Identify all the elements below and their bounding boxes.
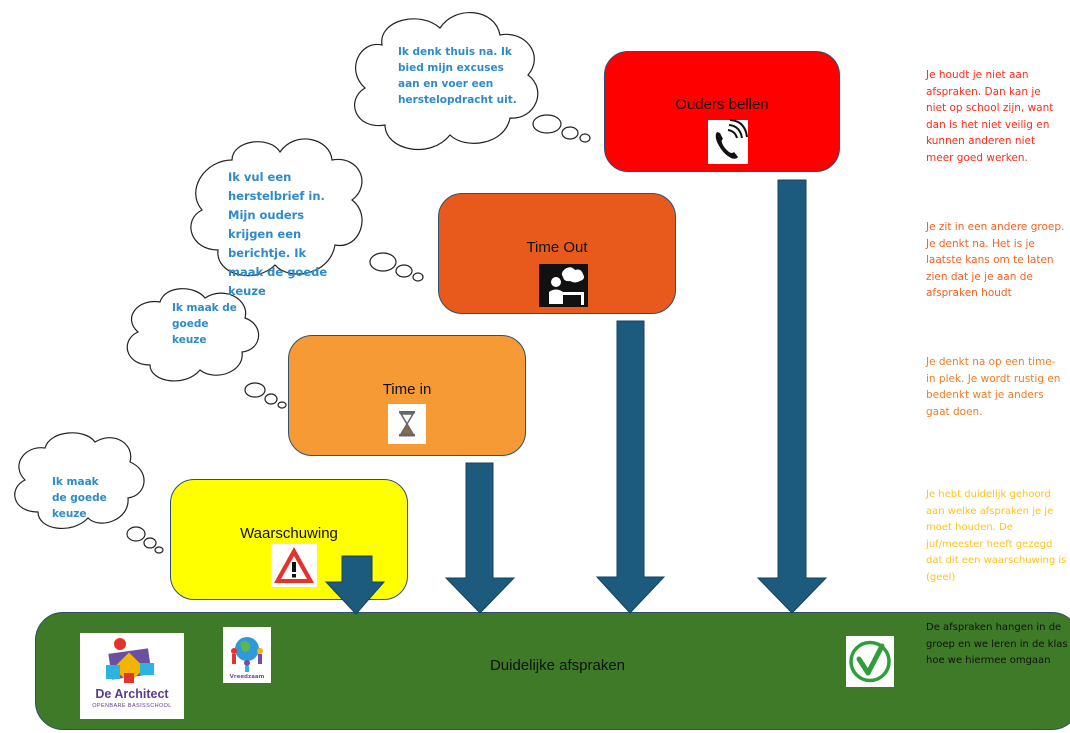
- checkmark-tile: [846, 636, 894, 687]
- vreedzaam-logo: Vreedzaam: [223, 627, 271, 683]
- description-ouders-bellen: Je houdt je niet aan afspraken. Dan kan …: [926, 69, 1054, 164]
- vreedzaam-logo-name: Vreedzaam: [229, 674, 265, 680]
- arrow-waarschuwing: [324, 555, 386, 615]
- step-title-waarschuwing: Waarschuwing: [240, 525, 338, 542]
- arrow-time-in: [444, 462, 516, 614]
- thought-cloud-time-in: [126, 288, 287, 409]
- thought-cloud-waarschuwing: [14, 432, 164, 554]
- step-title-time-out: Time Out: [526, 239, 588, 256]
- vreedzaam-logo-graphic: [231, 637, 263, 672]
- checkmark-icon: [849, 640, 891, 683]
- time-out-figure-icon: [549, 267, 584, 305]
- thought-cloud-time-out: [190, 138, 424, 282]
- step-title-time-in: Time in: [382, 381, 432, 398]
- thought-text-time-in: Ik maak de goede keuze: [172, 302, 237, 346]
- description-time-in: Je denkt na op een time-in plek. Je word…: [926, 356, 1061, 418]
- time-out-figure-tile: [539, 264, 588, 307]
- step-title-ouders-bellen: Ouders bellen: [675, 96, 769, 113]
- description-waarschuwing: Je hebt duidelijk gehoord aan welke afsp…: [926, 489, 1067, 583]
- phone-icon-tile: [708, 119, 748, 164]
- architect-logo-graphic: [106, 638, 154, 684]
- base-bar-duidelijke-afspraken: Duidelijke afspraken: [35, 612, 1070, 730]
- description-time-out: Je zit in een andere groep. Je denkt na.…: [926, 221, 1065, 299]
- thought-text-waarschuwing: Ik maak de goede keuze: [52, 476, 107, 520]
- description-base: De afspraken hangen in de groep en we le…: [926, 622, 1068, 666]
- arrow-ouders-bellen: [756, 179, 828, 614]
- architect-logo-sub: OPENBARE BASISSCHOOL: [92, 703, 172, 709]
- thought-text-time-out: Ik vul een herstelbrief in. Mijn ouders …: [228, 170, 328, 298]
- thought-text-ouders-bellen: Ik denk thuis na. Ik bied mijn excuses a…: [398, 46, 517, 106]
- step-box-waarschuwing: Waarschuwing: [170, 479, 408, 600]
- step-box-time-out: Time Out: [438, 193, 676, 314]
- step-box-ouders-bellen: Ouders bellen: [604, 51, 840, 172]
- warning-icon: [274, 547, 314, 583]
- architect-logo: De Architect OPENBARE BASISSCHOOL: [80, 633, 184, 719]
- arrow-time-out: [595, 320, 666, 614]
- hourglass-icon-tile: [388, 404, 426, 444]
- base-title: Duidelijke afspraken: [489, 657, 626, 674]
- warning-icon-tile: [271, 544, 317, 587]
- step-box-time-in: Time in: [288, 335, 526, 456]
- architect-logo-name: De Architect: [95, 687, 169, 701]
- hourglass-icon: [399, 411, 415, 437]
- thought-cloud-ouders-bellen: [354, 12, 591, 150]
- phone-icon: [715, 119, 748, 159]
